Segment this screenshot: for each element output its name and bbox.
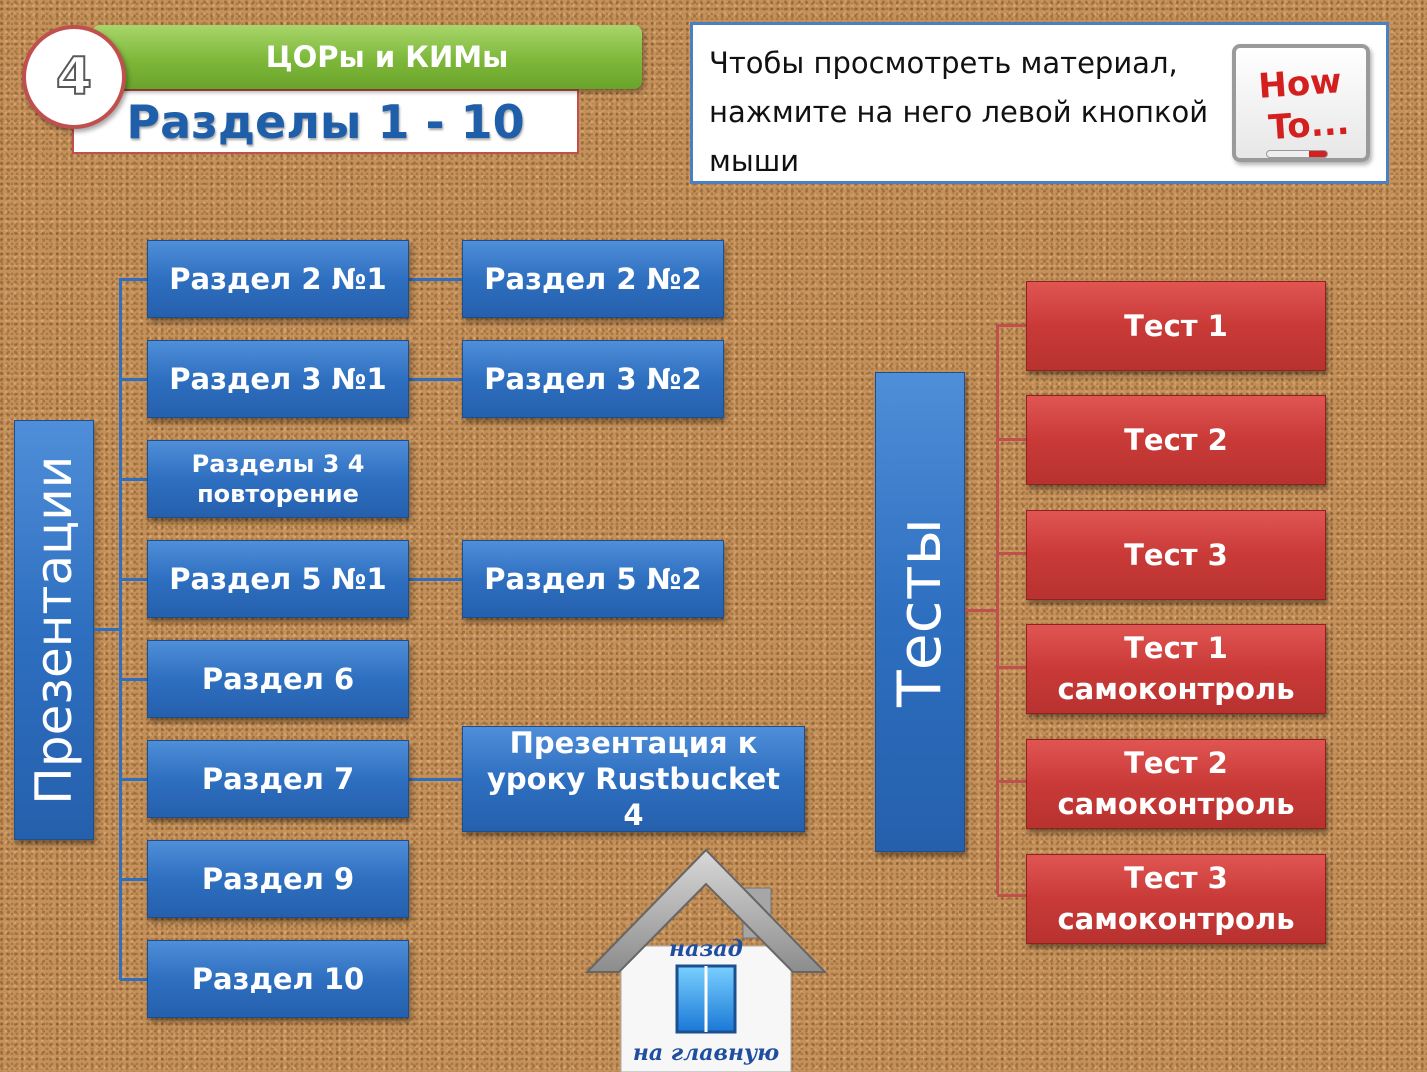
button-label: Раздел 2 №1 <box>169 261 387 296</box>
connector-line <box>997 666 1026 669</box>
button-label: Раздел 9 <box>201 861 355 896</box>
presentation-button-sections-3-4-review[interactable]: Разделы 3 4 повторение <box>147 440 409 518</box>
connector-line <box>120 978 148 981</box>
connector-line <box>120 878 148 881</box>
connector-line <box>120 778 148 781</box>
test-button-3-self-check[interactable]: Тест 3 самоконтроль <box>1026 854 1326 944</box>
header-title-bar: ЦОРы и КИМы <box>92 25 642 89</box>
presentation-button-section-5-2[interactable]: Раздел 5 №2 <box>462 540 724 618</box>
instructions-text: Чтобы просмотреть материал, нажмите на н… <box>709 46 1209 178</box>
button-label: Раздел 6 <box>201 661 355 696</box>
button-label: Тест 1 <box>1124 308 1228 343</box>
connector-line <box>120 678 148 681</box>
connector-line <box>997 552 1026 555</box>
connector-line <box>120 278 148 281</box>
connector-line <box>408 378 462 381</box>
howto-board-icon: How To... <box>1232 44 1370 162</box>
howto-line1: How <box>1257 61 1343 107</box>
connector-line <box>997 780 1026 783</box>
test-button-2[interactable]: Тест 2 <box>1026 395 1326 485</box>
sections-subtitle: Разделы 1 - 10 <box>126 94 525 149</box>
section-number-badge: 4 <box>22 25 126 129</box>
sections-subtitle-box: Разделы 1 - 10 <box>72 89 579 154</box>
presentation-button-section-10[interactable]: Раздел 10 <box>147 940 409 1018</box>
test-button-2-self-check[interactable]: Тест 2 самоконтроль <box>1026 739 1326 829</box>
presentation-button-section-3-1[interactable]: Раздел 3 №1 <box>147 340 409 418</box>
connector-line <box>997 438 1026 441</box>
button-label: Тест 3 самоконтроль <box>1057 861 1295 936</box>
test-button-1[interactable]: Тест 1 <box>1026 281 1326 371</box>
home-back-text: назад <box>669 936 743 962</box>
button-label: Разделы 3 4 повторение <box>191 450 365 508</box>
presentation-button-rustbucket-4[interactable]: Презентация к уроку Rustbucket 4 <box>462 726 805 832</box>
connector-line <box>408 278 462 281</box>
button-label: Тест 2 <box>1124 422 1228 457</box>
presentation-button-section-7[interactable]: Раздел 7 <box>147 740 409 818</box>
house-icon <box>585 848 827 1072</box>
connector-line <box>120 578 148 581</box>
presentations-label-text: Презентации <box>24 455 83 805</box>
connector-line <box>94 628 120 631</box>
tests-label-text: Тесты <box>884 517 955 707</box>
presentation-button-section-2-2[interactable]: Раздел 2 №2 <box>462 240 724 318</box>
howto-lettering-icon: How To... <box>1257 61 1351 149</box>
presentation-button-section-3-2[interactable]: Раздел 3 №2 <box>462 340 724 418</box>
presentation-button-section-9[interactable]: Раздел 9 <box>147 840 409 918</box>
button-label: Раздел 7 <box>201 761 355 796</box>
home-main-text: на главную <box>632 1040 780 1066</box>
connector-line <box>996 324 999 894</box>
howto-line2: To... <box>1267 103 1350 149</box>
connector-line <box>120 378 148 381</box>
button-label: Раздел 5 №1 <box>169 561 387 596</box>
connector-line <box>965 609 997 612</box>
home-button[interactable]: назад на главную <box>585 848 827 1072</box>
badge-number: 4 <box>55 46 93 108</box>
button-label: Тест 3 <box>1124 537 1228 572</box>
connector-line <box>408 778 462 781</box>
tests-category-label: Тесты <box>875 372 965 852</box>
button-label: Раздел 3 №2 <box>484 361 702 396</box>
connector-line <box>120 478 148 481</box>
presentation-button-section-6[interactable]: Раздел 6 <box>147 640 409 718</box>
connector-line <box>408 578 462 581</box>
test-button-1-self-check[interactable]: Тест 1 самоконтроль <box>1026 624 1326 714</box>
button-label: Раздел 10 <box>191 961 365 996</box>
presentation-button-section-2-1[interactable]: Раздел 2 №1 <box>147 240 409 318</box>
marker-pen-icon <box>1266 150 1328 158</box>
button-label: Раздел 5 №2 <box>484 561 702 596</box>
button-label: Раздел 3 №1 <box>169 361 387 396</box>
connector-line <box>997 324 1026 327</box>
presentation-button-section-5-1[interactable]: Раздел 5 №1 <box>147 540 409 618</box>
connector-line <box>119 278 122 980</box>
button-label: Тест 2 самоконтроль <box>1057 746 1295 821</box>
test-button-3[interactable]: Тест 3 <box>1026 510 1326 600</box>
button-label: Тест 1 самоконтроль <box>1057 631 1295 706</box>
button-label: Презентация к уроку Rustbucket 4 <box>486 725 780 833</box>
connector-line <box>997 894 1026 897</box>
header-title: ЦОРы и КИМы <box>265 40 509 74</box>
button-label: Раздел 2 №2 <box>484 261 702 296</box>
presentations-category-label: Презентации <box>14 420 94 840</box>
